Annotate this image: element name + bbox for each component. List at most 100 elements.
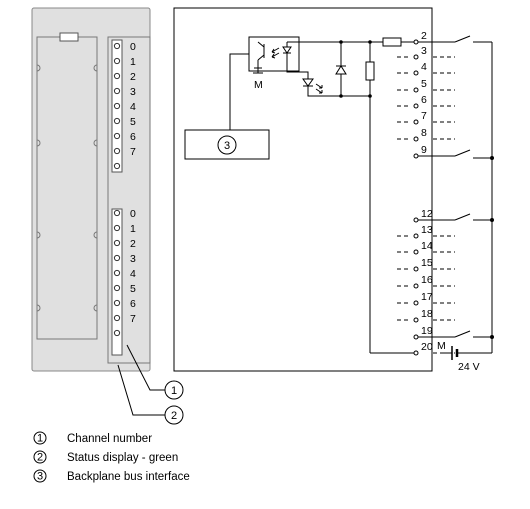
- ground-label: M: [254, 79, 263, 91]
- top-led: [113, 57, 121, 65]
- channel-labels-top: 0 1 2 3 4 5 6 7: [130, 41, 136, 158]
- terminal-6: 6: [397, 94, 455, 109]
- bottom-led: [113, 299, 121, 307]
- supply-ground-label: M: [437, 340, 446, 352]
- top-channel-label: 0: [130, 41, 136, 53]
- top-channel-label: 7: [130, 146, 136, 158]
- callout-2: 2: [164, 405, 184, 425]
- terminal-12: 12: [413, 208, 471, 223]
- terminal-number: 18: [421, 308, 433, 320]
- callout-1-number: 1: [171, 385, 177, 397]
- terminal-number: 6: [421, 94, 427, 106]
- terminal-18: 18: [397, 308, 455, 323]
- legend: 1 Channel number 2 Status display - green 3 B…: [33, 431, 190, 483]
- terminal-number: 5: [421, 78, 427, 90]
- bottom-led: [113, 224, 121, 232]
- legend-marker: [33, 450, 47, 464]
- terminal-4: 4: [397, 61, 455, 76]
- terminal-number: 19: [421, 325, 433, 337]
- legend-text: Status display - green: [67, 452, 178, 464]
- schematic-frame: [173, 7, 433, 372]
- terminal-number: 8: [421, 127, 427, 139]
- callout-1: 1: [164, 380, 184, 400]
- bottom-led-extra: [113, 329, 121, 337]
- backplane-interface-box: 3: [184, 129, 270, 160]
- top-led: [113, 147, 121, 155]
- external-wiring: [441, 41, 493, 360]
- status-led-column-top: [111, 39, 123, 173]
- terminal-number: 9: [421, 144, 427, 156]
- top-channel-label: 5: [130, 116, 136, 128]
- terminal-16: 16: [397, 274, 455, 289]
- backplane-callout-number: 3: [224, 140, 230, 152]
- bottom-channel-label: 7: [130, 313, 136, 325]
- terminal-2: 2: [413, 30, 471, 45]
- channel-column-frame: [107, 36, 151, 364]
- bottom-led: [113, 239, 121, 247]
- terminal-9: 9: [413, 144, 471, 159]
- channel-labels-bottom: 0 1 2 3 4 5 6 7: [130, 208, 136, 325]
- terminal-number: 7: [421, 110, 427, 122]
- terminal-number: 20: [421, 341, 433, 353]
- legend-item: 1 Channel number: [33, 431, 152, 445]
- bottom-channel-label: 4: [130, 268, 136, 280]
- terminal-number: 14: [421, 240, 433, 252]
- legend-item: 2 Status display - green: [33, 450, 178, 464]
- terminal-number: 3: [421, 45, 427, 57]
- terminal-number: 17: [421, 291, 433, 303]
- bottom-led: [113, 284, 121, 292]
- top-led: [113, 117, 121, 125]
- legend-text: Backplane bus interface: [67, 471, 190, 483]
- terminal-7: 7: [397, 110, 455, 125]
- legend-number: 3: [37, 471, 43, 483]
- top-led: [113, 102, 121, 110]
- module-front-view: 0 1 2 3 4 5 6 7 0 1 2 3 4 5 6 7: [31, 7, 151, 372]
- bottom-led: [113, 314, 121, 322]
- legend-number: 1: [37, 433, 43, 445]
- bottom-channel-label: 6: [130, 298, 136, 310]
- backplane-callout-circle: [217, 135, 237, 155]
- top-led-extra: [113, 162, 121, 170]
- terminal-number: 15: [421, 257, 433, 269]
- bottom-channel-label: 0: [130, 208, 136, 220]
- bottom-led: [113, 269, 121, 277]
- top-channel-label: 4: [130, 101, 136, 113]
- supply-voltage-label: 24 V: [458, 361, 480, 373]
- terminal-5: 5: [397, 78, 455, 93]
- terminal-number: 16: [421, 274, 433, 286]
- legend-marker: [33, 469, 47, 483]
- bottom-channel-label: 5: [130, 283, 136, 295]
- terminal-number: 13: [421, 224, 433, 236]
- bottom-channel-label: 2: [130, 238, 136, 250]
- terminal-14: 14: [397, 240, 455, 255]
- terminal-15: 15: [397, 257, 455, 272]
- top-channel-label: 6: [130, 131, 136, 143]
- terminal-17: 17: [397, 291, 455, 306]
- bottom-channel-label: 1: [130, 223, 136, 235]
- bottom-channel-label: 3: [130, 253, 136, 265]
- terminal-19: 19: [413, 325, 471, 340]
- label-strip-tab: [59, 32, 79, 42]
- bottom-led: [113, 254, 121, 262]
- top-led: [113, 87, 121, 95]
- callout-leaders: [117, 344, 165, 416]
- callout-2-number: 2: [171, 410, 177, 422]
- terminal-3: 3: [397, 45, 455, 60]
- terminal-13: 13: [397, 224, 455, 239]
- top-led: [113, 72, 121, 80]
- legend-marker: [33, 431, 47, 445]
- status-led-column-bottom: [111, 208, 123, 356]
- terminal-8: 8: [397, 127, 455, 142]
- top-channel-label: 1: [130, 56, 136, 68]
- top-led: [113, 42, 121, 50]
- top-channel-label: 3: [130, 86, 136, 98]
- terminal-number: 2: [421, 30, 427, 42]
- terminal-number: 4: [421, 61, 427, 73]
- bottom-led: [113, 209, 121, 217]
- legend-item: 3 Backplane bus interface: [33, 469, 190, 483]
- legend-number: 2: [37, 452, 43, 464]
- legend-text: Channel number: [67, 433, 152, 445]
- top-channel-label: 2: [130, 71, 136, 83]
